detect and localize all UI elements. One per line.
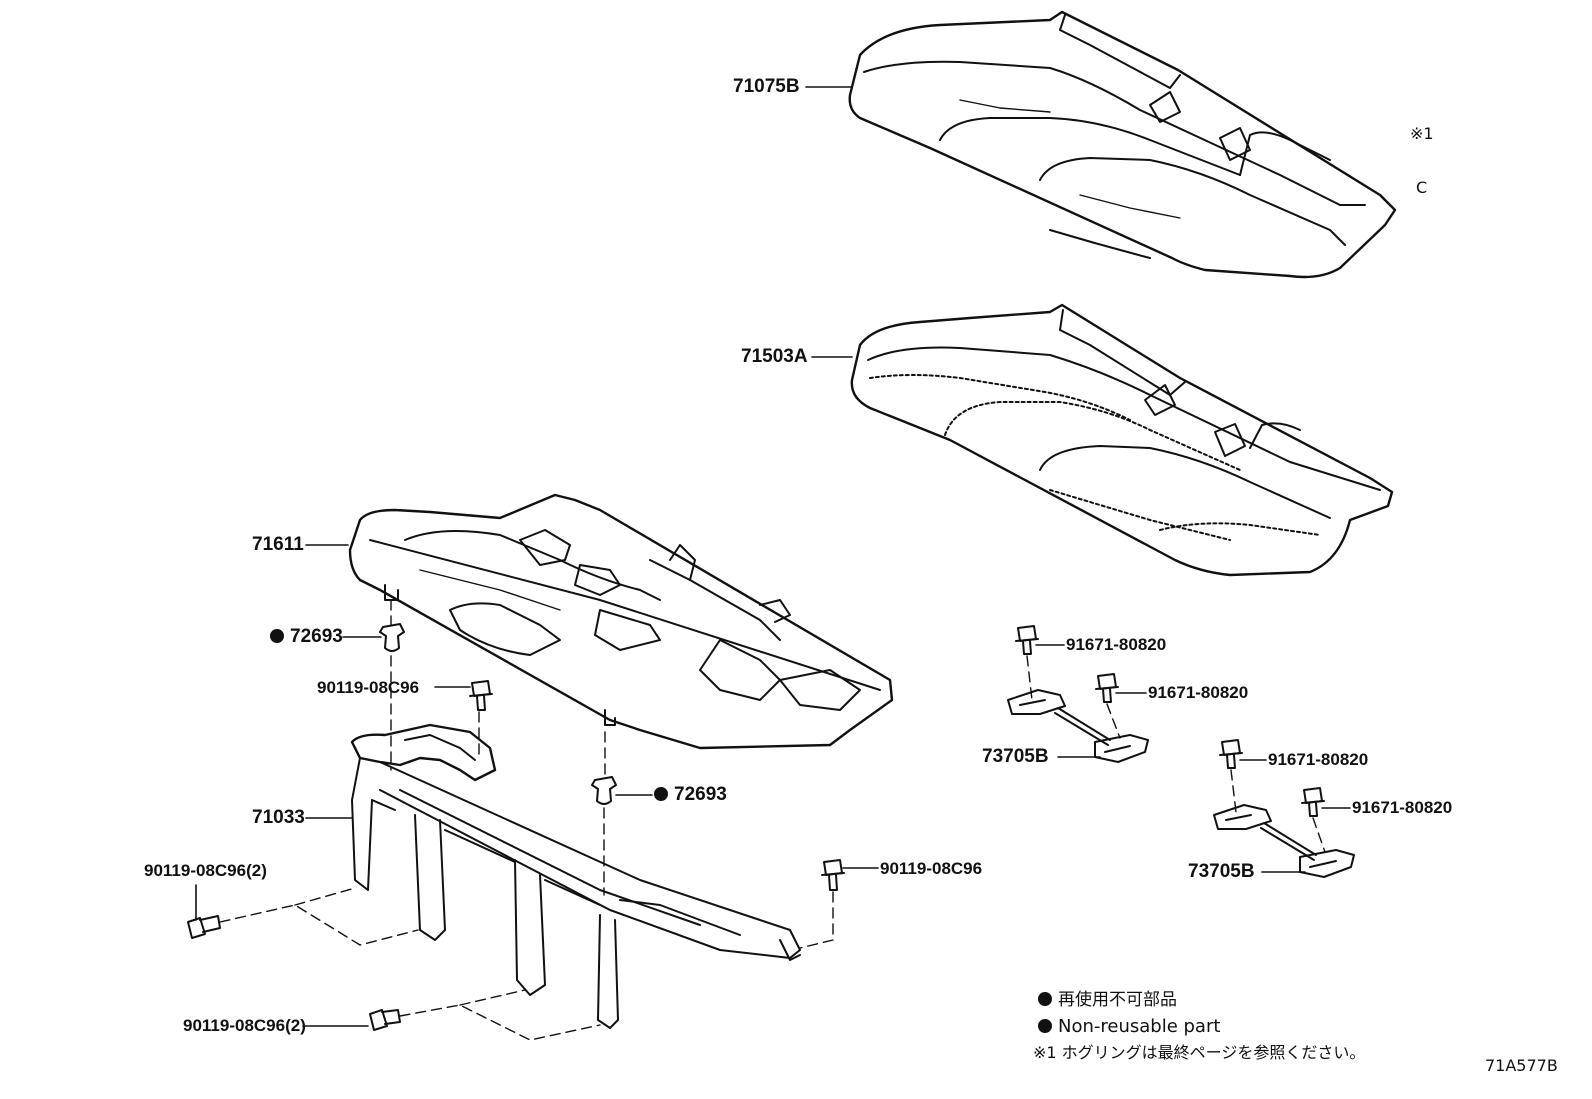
label-bolt-left-upper: 90119-08C96(2) [144,861,267,880]
non-reusable-marker-icon [1038,992,1052,1006]
bolt-90119-right [821,859,845,891]
seat-cushion-cover [848,10,1397,279]
label-cushion-pad: 71503A [741,346,808,367]
clip-72693-lower [591,776,617,805]
hook-bolt-a1 [1015,625,1039,655]
seat-frame [350,723,801,1029]
label-clip-upper: 72693 [270,627,343,646]
label-cushion-frame: 71611 [252,534,304,555]
note-reference-mark: ※1 [1410,124,1434,143]
non-reusable-marker-icon [654,787,668,801]
label-hook-a2: 91671-80820 [1148,683,1249,702]
label-hook-b1: 91671-80820 [1268,750,1369,769]
label-clip-lower-text: 72693 [674,784,727,805]
bolt-90119-left-lower [369,1009,401,1031]
label-hook-a1: 91671-80820 [1066,635,1167,654]
hog-ring-symbol: C [1416,178,1428,197]
label-hook-b2: 91671-80820 [1352,798,1453,817]
hook-bolt-b1 [1219,739,1243,769]
cushion-frame-pan [348,493,894,750]
legend-en-text: Non-reusable part [1058,1016,1221,1037]
bolt-90119-top [469,680,493,711]
label-striker-lower: 73705B [1188,861,1255,882]
legend-en: Non-reusable part [1038,1018,1220,1036]
drawing-code: 71A577B [1485,1056,1558,1075]
legend-note: ※1 ホグリングは最終ページを参照ください。 [1033,1043,1366,1062]
bolt-90119-left-upper [187,915,221,939]
label-bolt-left-lower: 90119-08C96(2) [183,1016,306,1035]
label-clip-lower: 72693 [654,785,727,804]
label-seat-frame: 71033 [252,807,305,828]
hook-bolt-b2 [1301,787,1325,817]
legend-jp: 再使用不可部品 [1038,992,1177,1009]
clip-72693-upper [379,623,405,652]
label-cushion-cover: 71075B [733,76,800,97]
label-bolt-right: 90119-08C96 [880,859,983,878]
non-reusable-marker-icon [270,629,284,643]
label-striker-upper: 73705B [982,746,1049,767]
hook-bolt-a2 [1095,673,1119,703]
non-reusable-marker-icon [1038,1019,1052,1033]
striker-73705b-upper [1007,689,1149,763]
leader-lines [195,86,1351,1027]
legend-jp-text: 再使用不可部品 [1058,990,1177,1010]
assembly-lines [219,599,1326,1041]
label-bolt-top: 90119-08C96 [317,678,420,697]
seat-cushion-pad [850,303,1394,577]
label-clip-upper-text: 72693 [290,626,343,647]
